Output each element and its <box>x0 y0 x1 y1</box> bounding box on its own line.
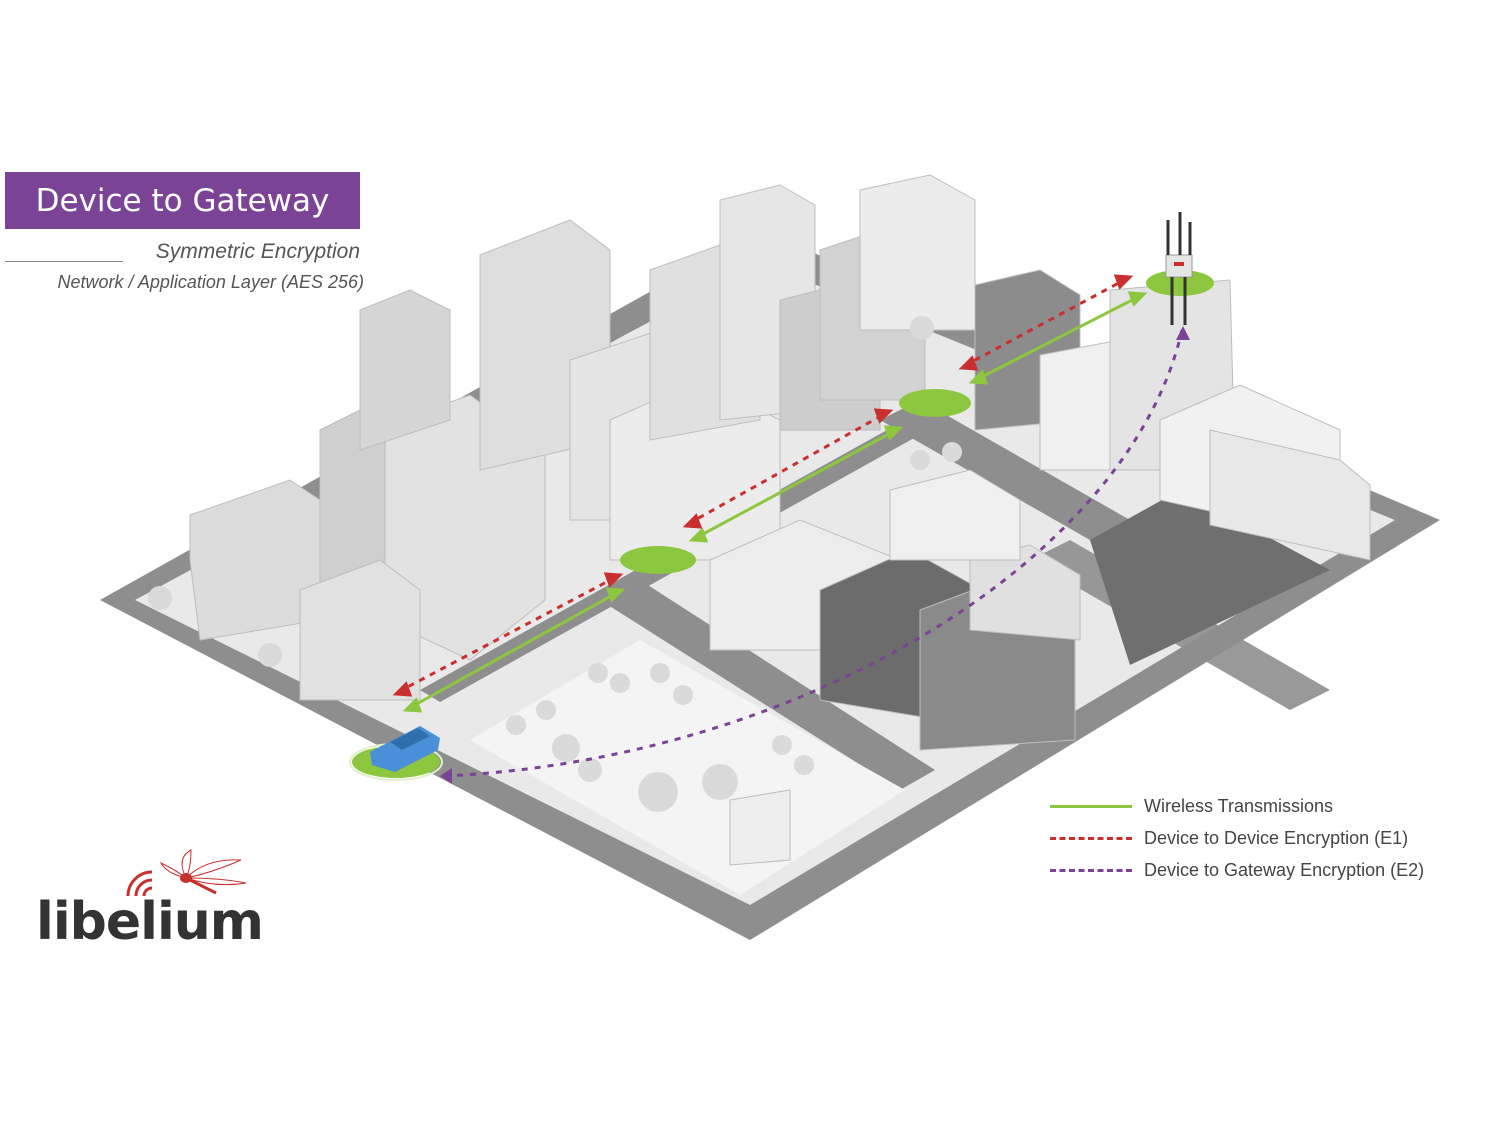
subtitle-layer: Network / Application Layer (AES 256) <box>57 272 364 292</box>
buildings <box>189 174 1371 866</box>
legend-item-e2: Device to Gateway Encryption (E2) <box>1050 854 1424 886</box>
legend-label: Device to Gateway Encryption (E2) <box>1144 859 1425 880</box>
legend-swatch-purple <box>1050 868 1132 872</box>
trees <box>148 316 962 812</box>
legend: Wireless Transmissions Device to Device … <box>1050 790 1424 886</box>
legend-item-wireless: Wireless Transmissions <box>1050 790 1424 822</box>
wireless-links <box>402 291 1148 713</box>
page-title: Device to Gateway <box>5 172 360 229</box>
signal-waves-icon <box>126 870 153 897</box>
legend-item-e1: Device to Device Encryption (E1) <box>1050 822 1424 854</box>
subtitle: Symmetric Encryption <box>155 240 360 263</box>
dragonfly-icon <box>126 849 247 897</box>
legend-label: Device to Device Encryption (E1) <box>1144 827 1409 848</box>
legend-label: Wireless Transmissions <box>1144 795 1334 816</box>
gateway-icon <box>1165 212 1193 325</box>
device-device-encryption <box>392 274 1134 697</box>
brand-logo: libelium <box>36 892 264 952</box>
device-gateway-encryption <box>440 326 1190 784</box>
title-divider <box>5 261 123 262</box>
car-icon <box>370 726 440 772</box>
legend-swatch-red <box>1050 836 1132 840</box>
legend-swatch-green <box>1050 804 1132 808</box>
